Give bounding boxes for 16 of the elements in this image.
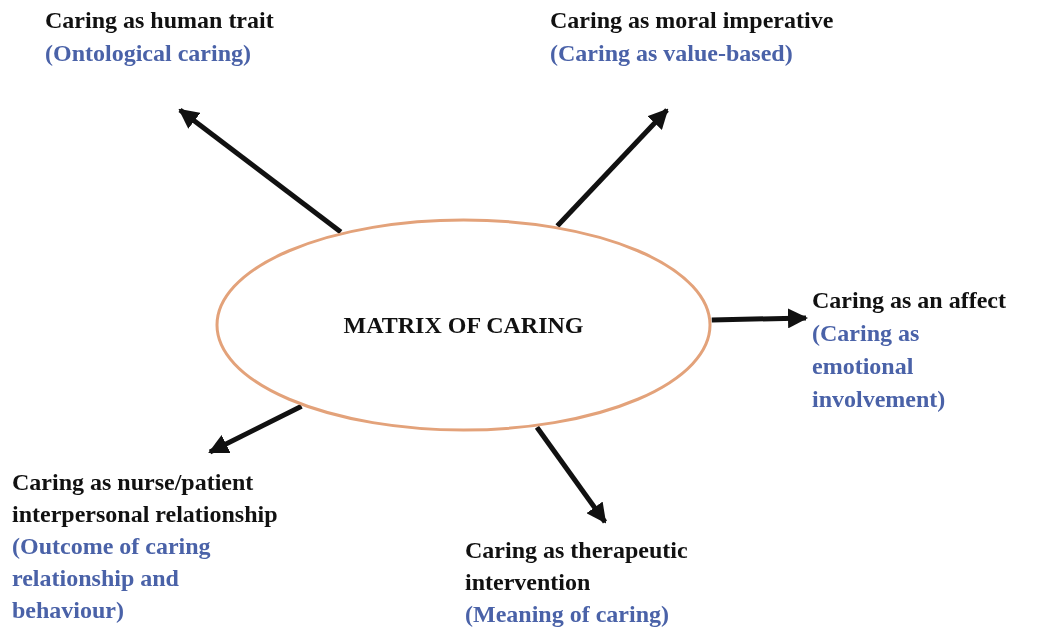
heading-text: Caring as nurse/patient interpersonal relationship [12, 468, 279, 529]
heading-text: Caring as an affect [812, 286, 1007, 315]
subheading-text: (Ontological caring) [45, 39, 252, 68]
heading-text: Caring as therapeutic intervention [465, 536, 689, 597]
heading-text: Caring as moral imperative [550, 6, 835, 35]
subheading-text: (Meaning of caring) [465, 600, 670, 629]
arrow [534, 425, 608, 524]
arrow [711, 308, 808, 329]
subheading-text: (Caring as value-based) [550, 39, 794, 68]
heading-text: Caring as human trait [45, 6, 275, 35]
node-label: MATRIX OF CARING [342, 311, 585, 340]
subheading-text: (Caring as emotional involvement) [812, 319, 947, 414]
subheading-text: (Outcome of caring relationship and behaviour) [12, 532, 212, 625]
arrow [208, 403, 303, 455]
arrow [555, 108, 669, 228]
arrow [178, 108, 343, 234]
